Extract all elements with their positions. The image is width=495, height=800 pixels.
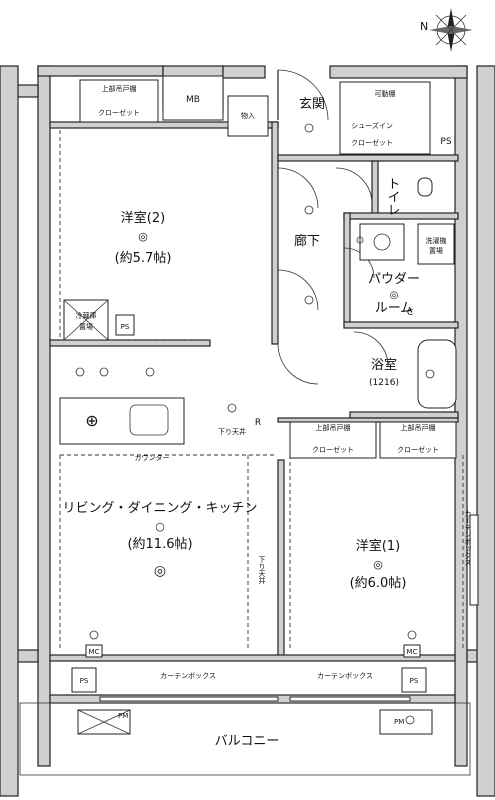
- ps-room2-label: PS: [121, 323, 130, 331]
- ceiling-light-icon: ◎: [138, 230, 148, 243]
- toilet-name: トイレ: [385, 177, 400, 216]
- ceiling-light-icon: ○: [155, 520, 165, 533]
- washer-label: 洗濯機: [426, 236, 447, 245]
- c-mark: C: [407, 308, 413, 318]
- closet-room1-a-label: クローゼット: [312, 445, 354, 454]
- ldk-name: リビング・ダイニング・キッチン: [62, 501, 257, 516]
- mb-label: MB: [186, 95, 200, 105]
- fridge-label: 冷蔵庫: [76, 311, 97, 320]
- lowered-ceiling-label-2: 下り天井: [258, 556, 266, 585]
- toilet-icon: [417, 177, 433, 197]
- outer-walls: [0, 65, 495, 797]
- closet-room1-b-label: クローゼット: [397, 445, 439, 454]
- ps-br-box: [401, 667, 427, 693]
- compass-rose-icon: [429, 8, 473, 52]
- curtain-box-label-2: カーテンボックス: [317, 672, 373, 680]
- ac-right-box: [379, 709, 433, 735]
- closet-room2-label: クローゼット: [98, 108, 140, 117]
- storeroom-box: [227, 95, 269, 137]
- bathroom-size: (1216): [369, 378, 399, 388]
- balcony-outline: [19, 702, 471, 776]
- shoes-closet-label-2: クローゼット: [351, 138, 393, 147]
- mc-left-label: MC: [89, 648, 100, 656]
- shoes-closet-label: シューズイン: [351, 121, 393, 130]
- ceiling-light-icon: ◎: [373, 558, 383, 571]
- ceiling-light-icon: ◎: [390, 290, 399, 301]
- corridor-name: 廊下: [294, 233, 320, 249]
- western-room-2-size: (約5.7帖): [115, 251, 172, 266]
- powder-room-name-2: ルーム: [375, 301, 414, 316]
- ps-bl-label: PS: [80, 677, 89, 685]
- outlet-icons: [75, 123, 435, 725]
- ps-bl-box: [71, 667, 97, 693]
- curtain-box-label-1: カーテンボックス: [160, 672, 216, 680]
- closet-room1-a-box: [289, 421, 377, 459]
- upper-shelf-label-4: 上部吊戸棚: [401, 423, 436, 432]
- ceiling-light-icon: ◎: [154, 563, 166, 579]
- washer-label-2: 置場: [429, 246, 443, 255]
- western-room-1-name: 洋室(1): [356, 538, 400, 554]
- western-room-2-name: 洋室(2): [121, 210, 165, 226]
- bathroom-name: 浴室: [371, 357, 397, 373]
- vanity-icon: [359, 223, 405, 261]
- ps-br-label: PS: [410, 677, 419, 685]
- ac-left-label: PM: [118, 712, 128, 720]
- entrance-name: 玄関: [299, 97, 325, 112]
- closet-room2-box: [79, 79, 159, 123]
- upper-shelf-label-2: 可動棚: [375, 89, 396, 98]
- mc-left-box: [85, 644, 103, 658]
- washer-area: [417, 223, 455, 265]
- ps-top-label: PS: [440, 137, 451, 147]
- doors: [277, 69, 389, 385]
- powder-room-name: パウダー: [368, 272, 420, 287]
- closet-room1-b-box: [379, 421, 457, 459]
- balcony-name: バルコニー: [215, 734, 280, 749]
- ldk-size: (約11.6帖): [127, 537, 192, 552]
- western-room-1-size: (約6.0帖): [350, 576, 407, 591]
- ps-room2-box: [115, 314, 135, 336]
- curtain-box-label-3: カーテンボックス: [464, 510, 472, 566]
- storeroom-label: 物入: [241, 111, 255, 120]
- kitchen-counter: [59, 397, 185, 445]
- bathtub-icon: [417, 339, 457, 409]
- ac-right-label: PM: [394, 718, 404, 726]
- stove-icon: ⊕: [85, 411, 98, 430]
- lowered-ceiling-label-1: 下り天井: [218, 427, 246, 436]
- r-mark: R: [255, 418, 261, 428]
- mc-right-label: MC: [407, 648, 418, 656]
- upper-shelf-label: 上部吊戸棚: [102, 84, 137, 93]
- shoes-closet-box: [339, 81, 431, 155]
- mc-right-box: [403, 644, 421, 658]
- mb-box: [162, 75, 224, 121]
- compass-north-label: N: [420, 20, 428, 33]
- counter-label: カウンター: [135, 453, 170, 462]
- upper-shelf-label-3: 上部吊戸棚: [316, 423, 351, 432]
- fridge-label-2: 置場: [79, 322, 93, 331]
- windows: [99, 514, 479, 702]
- sink-icon: [129, 404, 169, 436]
